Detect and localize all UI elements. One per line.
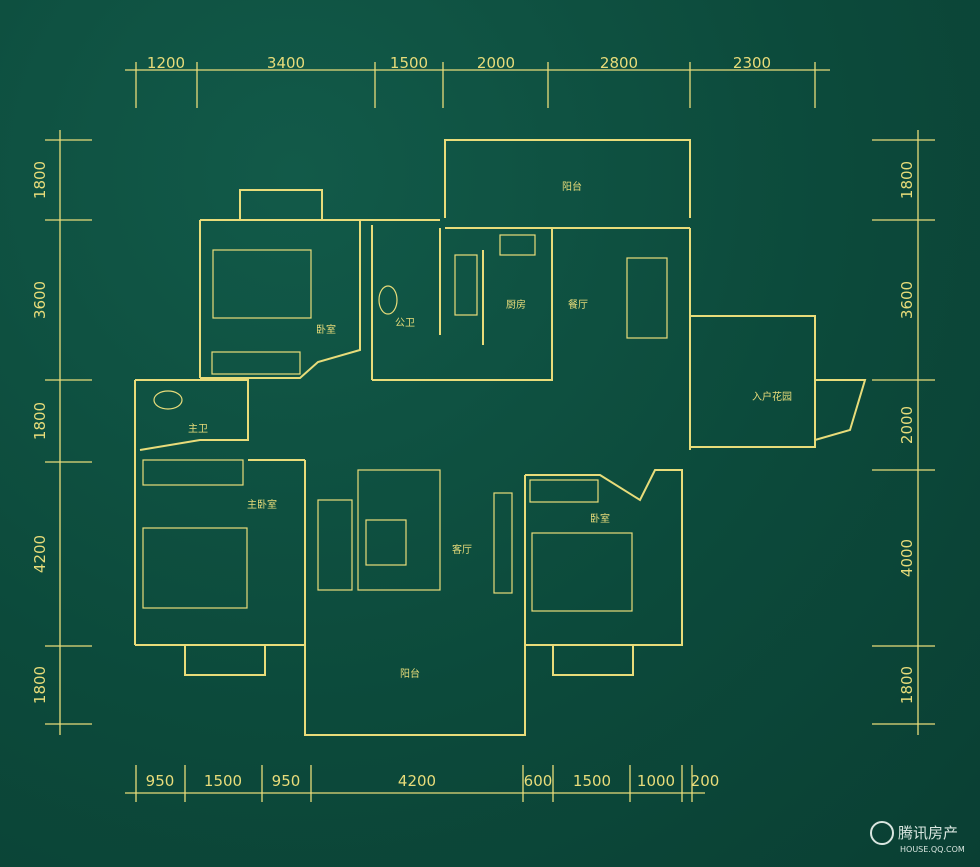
dining-table xyxy=(626,257,668,339)
toilet-public xyxy=(378,285,398,315)
wardrobe-se xyxy=(529,479,599,503)
watermark-logo-icon xyxy=(870,821,894,845)
dim-right-2: 3600 xyxy=(898,281,916,319)
left-dimension-labels: 1800 3600 1800 4200 1800 xyxy=(31,161,49,704)
room-master-bath: 主卫 xyxy=(188,423,208,435)
stove xyxy=(454,254,478,316)
right-dimension-line xyxy=(872,130,935,735)
furniture xyxy=(142,234,668,612)
room-bedroom-nw: 卧室 xyxy=(316,323,336,336)
dim-right-3: 2000 xyxy=(898,406,916,444)
sofa-set xyxy=(357,469,441,591)
kitchen-sink xyxy=(499,234,536,256)
dim-bottom-6: 1500 xyxy=(573,772,611,790)
sofa-left xyxy=(317,499,353,591)
dim-bottom-8: 200 xyxy=(691,772,720,790)
bed-master xyxy=(142,527,248,609)
bed-nw xyxy=(212,249,312,319)
watermark-brand: 腾讯房产 xyxy=(898,824,958,842)
dim-top-5: 2800 xyxy=(600,54,638,72)
dim-bottom-5: 600 xyxy=(524,772,553,790)
bottom-dimension-line xyxy=(125,765,705,802)
bottom-dimension-labels: 950 1500 950 4200 600 1500 1000 200 xyxy=(146,772,720,790)
dim-bottom-3: 950 xyxy=(272,772,301,790)
wardrobe-master xyxy=(142,459,244,486)
watermark: 腾讯房产 HOUSE.QQ.COM xyxy=(870,821,965,854)
room-entry-garden: 入户花园 xyxy=(752,390,792,403)
room-labels: 阳台 卧室 公卫 厨房 餐厅 入户花园 主卫 主卧室 客厅 卧室 阳台 xyxy=(188,180,792,680)
dim-bottom-4: 4200 xyxy=(398,772,436,790)
room-master-bedroom: 主卧室 xyxy=(247,498,277,511)
bed-se xyxy=(531,532,633,612)
dim-right-1: 1800 xyxy=(898,161,916,199)
left-dimension-line xyxy=(45,130,92,735)
top-dimension-line xyxy=(125,62,830,108)
dim-right-4: 4000 xyxy=(898,539,916,577)
room-balcony-bottom: 阳台 xyxy=(400,667,420,680)
dim-top-3: 1500 xyxy=(390,54,428,72)
room-kitchen: 厨房 xyxy=(506,298,526,311)
room-bedroom-se: 卧室 xyxy=(590,512,610,525)
room-living: 客厅 xyxy=(452,543,472,556)
dim-top-1: 1200 xyxy=(147,54,185,72)
tv-cabinet xyxy=(493,492,513,594)
dim-top-6: 2300 xyxy=(733,54,771,72)
toilet-master xyxy=(153,390,183,410)
dim-bottom-1: 950 xyxy=(146,772,175,790)
dim-left-4: 4200 xyxy=(31,535,49,573)
room-balcony-top: 阳台 xyxy=(562,180,582,193)
dim-left-5: 1800 xyxy=(31,666,49,704)
dim-top-2: 3400 xyxy=(267,54,305,72)
room-dining: 餐厅 xyxy=(568,298,588,311)
dim-bottom-7: 1000 xyxy=(637,772,675,790)
dim-top-4: 2000 xyxy=(477,54,515,72)
dim-right-5: 1800 xyxy=(898,666,916,704)
top-dimension-labels: 1200 3400 1500 2000 2800 2300 xyxy=(147,54,771,72)
walls xyxy=(134,139,867,736)
right-dimension-labels: 1800 3600 2000 4000 1800 xyxy=(898,161,916,704)
dim-left-2: 3600 xyxy=(31,281,49,319)
dim-left-1: 1800 xyxy=(31,161,49,199)
dim-bottom-2: 1500 xyxy=(204,772,242,790)
wardrobe-nw xyxy=(211,351,301,375)
room-public-bath: 公卫 xyxy=(395,318,415,329)
coffee-table xyxy=(365,519,407,566)
dim-left-3: 1800 xyxy=(31,402,49,440)
watermark-url: HOUSE.QQ.COM xyxy=(900,845,965,854)
